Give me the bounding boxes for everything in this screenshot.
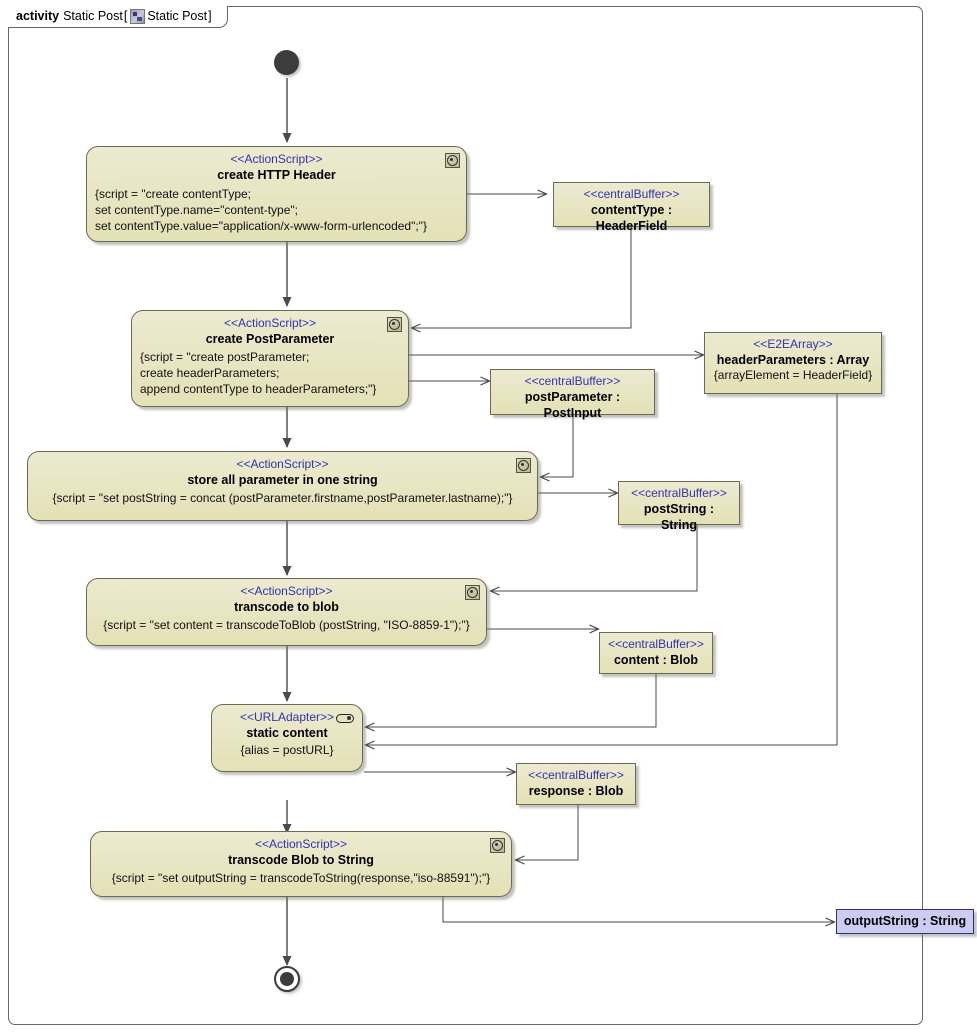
node-body: {script = "create postParameter; create …: [140, 350, 377, 396]
action-script-icon: [445, 153, 460, 168]
node-title: transcode Blob to String: [228, 853, 374, 867]
buffer-node-post-parameter[interactable]: <<centralBuffer>> postParameter : PostIn…: [490, 369, 655, 420]
node-body: {script = "set postString = concat (post…: [52, 491, 513, 506]
node-title: static content: [246, 726, 328, 740]
stereotype-label: <<URLAdapter>>: [239, 710, 335, 724]
node-title: postParameter : PostInput: [524, 390, 621, 421]
action-node-create-http-header[interactable]: <<ActionScript>> create HTTP Header {scr…: [86, 146, 467, 242]
node-title: transcode to blob: [234, 600, 339, 614]
node-body: {alias = postURL}: [240, 743, 334, 758]
node-body: {arrayElement = HeaderField}: [713, 368, 873, 383]
stereotype-label: <<E2EArray>>: [753, 337, 833, 351]
frame-title: Static Post: [63, 9, 123, 24]
node-title: content : Blob: [613, 653, 698, 667]
stereotype-label: <<ActionScript>>: [236, 457, 329, 471]
node-title: outputString : String: [843, 914, 967, 929]
action-script-icon: [387, 317, 402, 332]
node-body: {script = "set content = transcodeToBlob…: [103, 618, 470, 633]
action-node-store-all-parameter[interactable]: <<ActionScript>> store all parameter in …: [27, 451, 538, 521]
action-node-static-content[interactable]: <<URLAdapter>> static content {alias = p…: [211, 704, 363, 772]
node-body: {script = "create contentType; set conte…: [95, 187, 427, 233]
stereotype-label: <<centralBuffer>>: [608, 637, 704, 651]
url-adapter-icon: [336, 714, 354, 723]
node-title: response : Blob: [528, 784, 624, 798]
frame-inner-title: Static Post: [147, 9, 208, 24]
initial-node: [274, 50, 299, 75]
node-title: postString : String: [643, 502, 715, 533]
buffer-node-post-string[interactable]: <<centralBuffer>> postString : String: [618, 481, 740, 532]
frame-keyword: activity: [16, 9, 60, 24]
frame-bracket-open: [: [123, 9, 128, 24]
node-title: create PostParameter: [205, 332, 335, 346]
node-title: headerParameters : Array: [716, 353, 870, 367]
action-script-icon: [490, 838, 505, 853]
node-title: create HTTP Header: [217, 168, 336, 182]
stereotype-label: <<centralBuffer>>: [528, 768, 624, 782]
node-title: store all parameter in one string: [187, 473, 378, 487]
buffer-node-content-type[interactable]: <<centralBuffer>> contentType : HeaderFi…: [553, 182, 710, 233]
action-script-icon: [516, 458, 531, 473]
activity-diagram-icon: [130, 9, 146, 24]
stereotype-label: <<centralBuffer>>: [524, 374, 621, 388]
action-node-transcode-blob-to-string[interactable]: <<ActionScript>> transcode Blob to Strin…: [90, 831, 512, 897]
buffer-node-response[interactable]: <<centralBuffer>> response : Blob: [516, 763, 636, 805]
node-body: {script = "set outputString = transcodeT…: [111, 871, 491, 886]
stereotype-label: <<ActionScript>>: [223, 316, 317, 330]
stereotype-label: <<ActionScript>>: [230, 152, 323, 166]
stereotype-label: <<centralBuffer>>: [583, 187, 680, 201]
node-title: contentType : HeaderField: [590, 203, 673, 234]
action-node-create-post-parameter[interactable]: <<ActionScript>> create PostParameter {s…: [131, 310, 409, 407]
stereotype-label: <<centralBuffer>>: [631, 486, 727, 500]
action-node-transcode-to-blob[interactable]: <<ActionScript>> transcode to blob {scri…: [86, 578, 487, 646]
array-node-header-parameters[interactable]: <<E2EArray>> headerParameters : Array {a…: [704, 332, 882, 394]
activity-final-node: [274, 966, 300, 992]
frame-bracket-close: ]: [208, 9, 212, 24]
buffer-node-content[interactable]: <<centralBuffer>> content : Blob: [599, 632, 713, 674]
activity-frame: [8, 6, 923, 1025]
output-pin-output-string[interactable]: outputString : String: [836, 909, 974, 934]
activity-frame-label: activity Static Post [ Static Post ]: [8, 6, 228, 28]
stereotype-label: <<ActionScript>>: [240, 584, 333, 598]
action-script-icon: [465, 585, 480, 600]
stereotype-label: <<ActionScript>>: [254, 837, 348, 851]
